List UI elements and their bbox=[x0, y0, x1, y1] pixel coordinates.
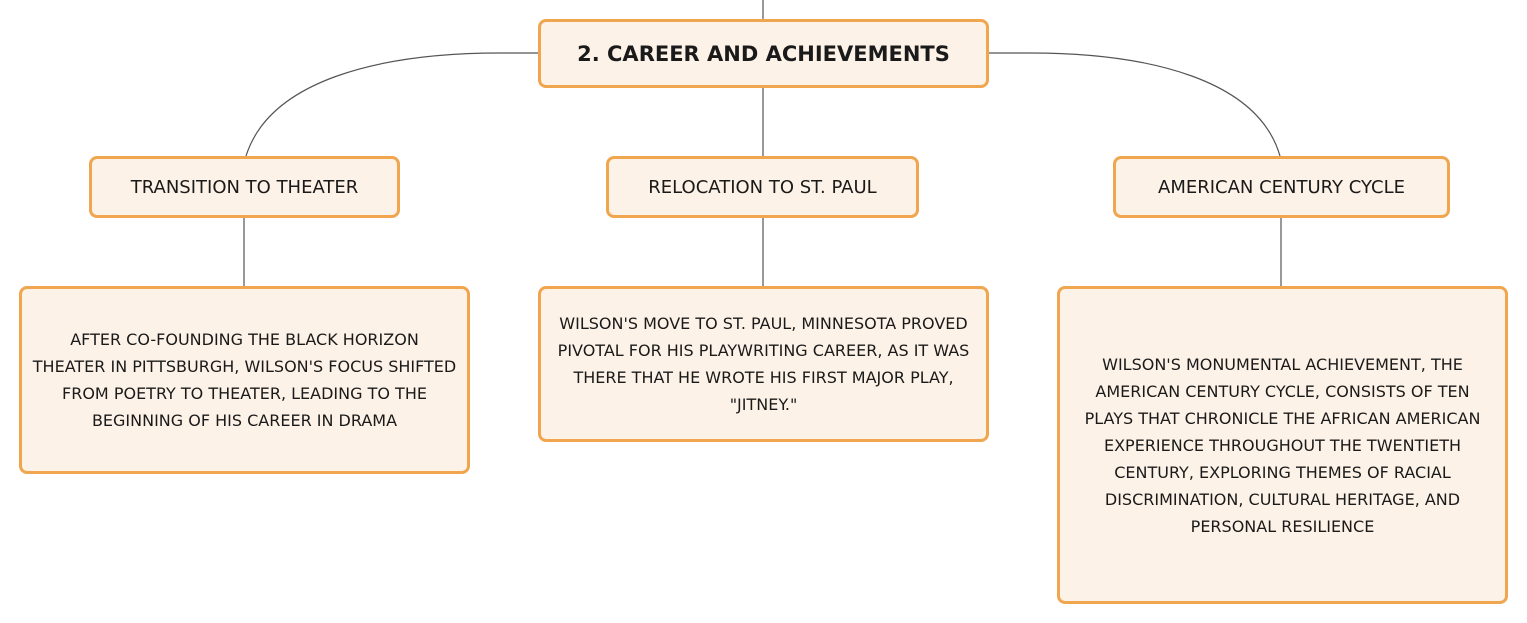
root-node-label: 2. CAREER AND ACHIEVEMENTS bbox=[577, 41, 950, 66]
detail-node-american-century-cycle[interactable]: WILSON'S MONUMENTAL ACHIEVEMENT, THE AME… bbox=[1057, 286, 1508, 604]
branch-node-label: TRANSITION TO THEATER bbox=[130, 176, 359, 198]
root-node[interactable]: 2. CAREER AND ACHIEVEMENTS bbox=[538, 19, 989, 88]
detail-node-transition-to-theater[interactable]: AFTER CO-FOUNDING THE BLACK HORIZON THEA… bbox=[19, 286, 470, 474]
branch-node-label: RELOCATION TO ST. PAUL bbox=[648, 176, 877, 198]
connector-root-to-cycle bbox=[988, 52, 1281, 157]
detail-node-text: WILSON'S MONUMENTAL ACHIEVEMENT, THE AME… bbox=[1084, 354, 1481, 536]
connector-root-to-transition bbox=[245, 52, 539, 157]
detail-node-text: AFTER CO-FOUNDING THE BLACK HORIZON THEA… bbox=[32, 330, 457, 430]
branch-node-relocation-to-st-paul[interactable]: RELOCATION TO ST. PAUL bbox=[606, 156, 919, 218]
branch-node-transition-to-theater[interactable]: TRANSITION TO THEATER bbox=[89, 156, 400, 218]
branch-node-label: AMERICAN CENTURY CYCLE bbox=[1158, 176, 1405, 198]
detail-node-relocation-to-st-paul[interactable]: WILSON'S MOVE TO ST. PAUL, MINNESOTA PRO… bbox=[538, 286, 989, 442]
branch-node-american-century-cycle[interactable]: AMERICAN CENTURY CYCLE bbox=[1113, 156, 1450, 218]
detail-node-text: WILSON'S MOVE TO ST. PAUL, MINNESOTA PRO… bbox=[557, 314, 970, 414]
